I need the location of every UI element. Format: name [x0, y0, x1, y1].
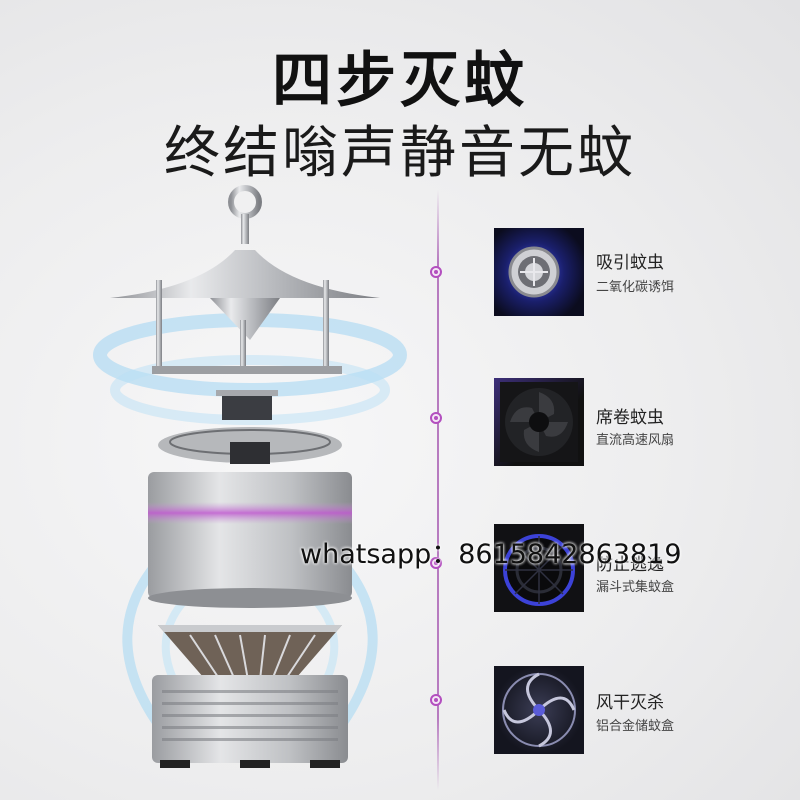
step-subtitle: 直流高速风扇 [596, 433, 675, 448]
headline: 四步灭蚊 [272, 46, 528, 116]
product-exploded-illustration [93, 185, 407, 768]
step-title: 防止逃逸 [596, 555, 664, 575]
subheadline: 终结嗡声静音无蚊 [164, 121, 636, 186]
timeline-dot [430, 694, 442, 706]
step-title: 风干灭杀 [596, 693, 664, 713]
funnel-icon [494, 524, 584, 612]
vortex-icon [494, 666, 584, 754]
step-title: 席卷蚊虫 [596, 408, 664, 428]
step-subtitle: 铝合金储蚊盒 [596, 719, 675, 734]
step-subtitle: 漏斗式集蚊盒 [596, 580, 675, 595]
timeline-line [437, 190, 439, 790]
step-title: 吸引蚊虫 [596, 253, 664, 273]
timeline-dot [430, 266, 442, 278]
uv-lamp-icon [494, 228, 584, 316]
step-subtitle: 二氧化碳诱饵 [596, 280, 675, 295]
timeline-dot [430, 557, 442, 569]
fan-icon [494, 378, 584, 466]
watermark-text: whatsapp：8615842863819 [300, 539, 682, 570]
timeline-dot [430, 412, 442, 424]
